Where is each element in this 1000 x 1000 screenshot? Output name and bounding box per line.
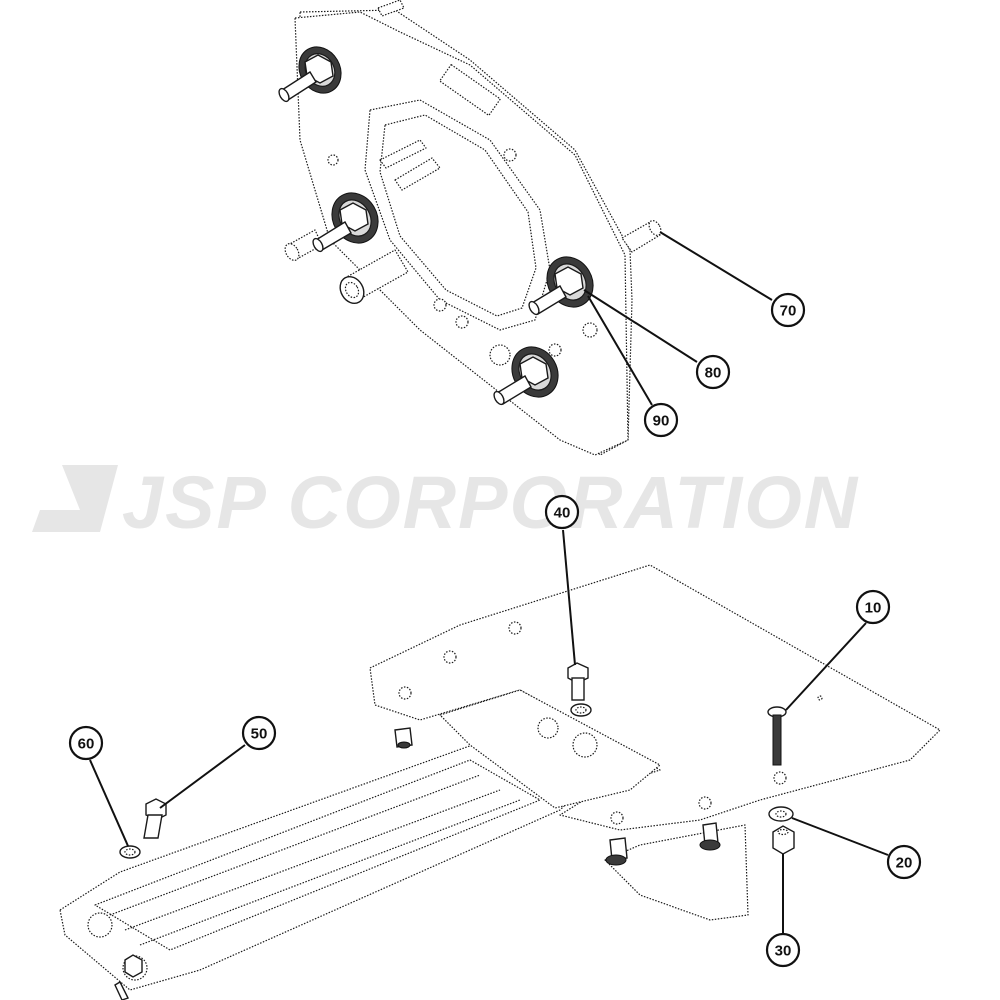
tube-end-inner (344, 281, 360, 299)
callout-70-circle (770, 292, 806, 328)
leader-70 (659, 231, 773, 301)
stud-end (493, 390, 505, 406)
leader-80 (583, 289, 698, 363)
top-pin (377, 0, 405, 17)
callout-60: 60 (68, 725, 104, 761)
callout-70: 70 (770, 292, 806, 328)
callout-90-label: 90 (653, 413, 670, 430)
stud-nut-assembly (493, 346, 559, 406)
screw-10-shank (772, 714, 782, 766)
callout-30: 30 (765, 932, 801, 968)
plate-hole (610, 811, 624, 825)
callout-40-circle (544, 494, 580, 530)
watermark-logo-mark (32, 465, 118, 532)
leader-10 (785, 622, 867, 711)
watermark: JSP CORPORATION (32, 461, 859, 544)
washer-60 (119, 845, 141, 859)
support-arm-rib (124, 789, 501, 931)
plate-hole (503, 148, 517, 162)
mounting-plate-assembly (278, 0, 662, 456)
plate-hole (327, 154, 339, 166)
stud-end (278, 87, 290, 103)
plate-hole (582, 322, 598, 338)
callout-80: 80 (695, 354, 731, 390)
callout-30-label: 30 (775, 943, 792, 960)
callout-80-circle (695, 354, 731, 390)
bracket-fin (604, 824, 749, 921)
washer-20 (768, 806, 794, 822)
center-block-hole (572, 732, 598, 758)
under-stud-foot (397, 741, 411, 749)
leader-20 (791, 817, 889, 856)
bracket-assembly (59, 564, 941, 1000)
callout-90: 90 (643, 402, 679, 438)
small-tube-end (284, 243, 300, 261)
nut-30-body (772, 825, 795, 855)
washer-20-hole (775, 810, 787, 818)
bolt-50-shank (143, 814, 163, 839)
callout-60-label: 60 (78, 736, 95, 753)
callout-40-label: 40 (554, 505, 571, 522)
plate-hole (455, 315, 469, 329)
plate-hole (398, 686, 412, 700)
internal-pin (379, 139, 427, 169)
callout-40: 40 (544, 494, 580, 530)
bolt-40 (567, 662, 592, 717)
arm-bolt-shank (114, 981, 129, 1000)
callout-20-label: 20 (896, 855, 913, 872)
plate-hole (698, 796, 712, 810)
callout-20-circle (886, 844, 922, 880)
callout-90-circle (643, 402, 679, 438)
callout-30-circle (765, 932, 801, 968)
slot-boss (439, 64, 501, 116)
pin-70-end (648, 220, 662, 236)
under-stud-nut (605, 854, 627, 866)
plate-hole (443, 650, 457, 664)
bolt-50 (143, 798, 167, 839)
nut-30-hole (777, 828, 789, 836)
bracket-center-block (439, 689, 661, 809)
washer-60-hole (124, 848, 136, 856)
washer-40-hole (575, 706, 587, 714)
leader-lines (89, 231, 889, 934)
plate-hole (433, 298, 447, 312)
callout-50: 50 (241, 715, 277, 751)
leader-50 (159, 744, 246, 809)
leader-40 (562, 529, 576, 666)
stud-nut-assembly (528, 256, 594, 316)
under-stud-nut (699, 839, 721, 851)
nut-30 (772, 825, 795, 855)
arm-bolt-head (124, 954, 143, 978)
watermark-text: JSP CORPORATION (122, 461, 859, 544)
callout-50-circle (241, 715, 277, 751)
callout-60-circle (68, 725, 104, 761)
center-block-hole (537, 717, 559, 739)
plate-hole (508, 621, 522, 635)
callout-10-circle (855, 589, 891, 625)
stud-end (528, 300, 540, 316)
callout-70-label: 70 (780, 303, 797, 320)
plate-hole (548, 343, 562, 357)
plate-hole (489, 344, 511, 366)
callout-50-label: 50 (251, 726, 268, 743)
stud-end (312, 237, 324, 253)
callout-10-label: 10 (865, 600, 882, 617)
internal-pin (394, 157, 441, 191)
callout-80-label: 80 (705, 365, 722, 382)
leader-90 (587, 295, 653, 406)
callout-10: 10 (855, 589, 891, 625)
plate-hole (773, 771, 787, 785)
stud-nut-assembly (312, 192, 379, 253)
under-stud (609, 837, 628, 861)
plate-hole-small (817, 695, 823, 701)
callout-20: 20 (886, 844, 922, 880)
arm-hole (87, 912, 113, 938)
stud-nut-assembly (278, 46, 342, 103)
screw-10 (767, 706, 787, 766)
bolt-40-shank (571, 677, 585, 701)
leader-60 (89, 759, 129, 847)
support-arm-channel (94, 759, 541, 951)
